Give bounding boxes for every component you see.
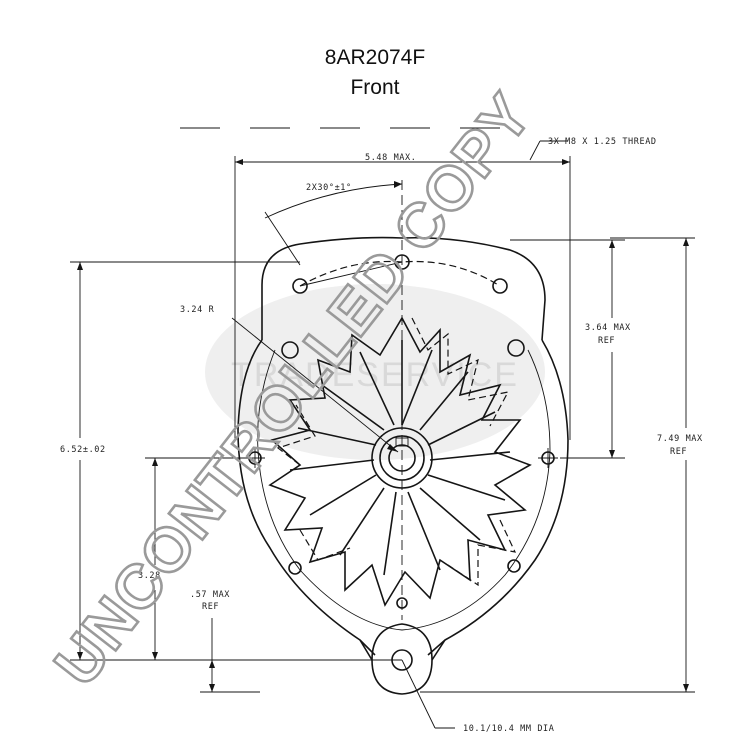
upper-height-ref: REF [598,336,615,346]
upper-height-dimension: 3.64 MAX [585,323,631,333]
part-number-title: 8AR2074F [324,46,426,69]
dimension-lines [70,127,695,729]
cooling-fan [268,316,532,607]
thread-callout: 3X M8 X 1.25 THREAD [548,137,657,147]
mount-height-dimension: 6.52±.02 [60,445,106,455]
tradeservice-logo-watermark: TRADESERVICE [205,284,545,460]
view-label: Front [350,76,400,99]
angle-dimension: 2X30°±1° [306,183,352,193]
radius-dimension: 3.24 R [180,305,215,315]
logo-watermark-text: TRADESERVICE [231,356,519,394]
offset-ref: REF [202,602,219,612]
overall-height-dimension: 7.49 MAX [657,434,703,444]
width-dimension: 5.48 MAX. [365,153,416,163]
alternator-housing [237,236,569,695]
lower-radius-dimension: 3.28 [138,571,161,581]
dimension-labels: 3X M8 X 1.25 THREAD 5.48 MAX. 2X30°±1° 3… [60,137,703,734]
overall-height-ref: REF [670,447,687,457]
offset-dimension: .57 MAX [190,590,230,600]
hole-diameter-dimension: 10.1/10.4 MM DIA [463,724,554,734]
